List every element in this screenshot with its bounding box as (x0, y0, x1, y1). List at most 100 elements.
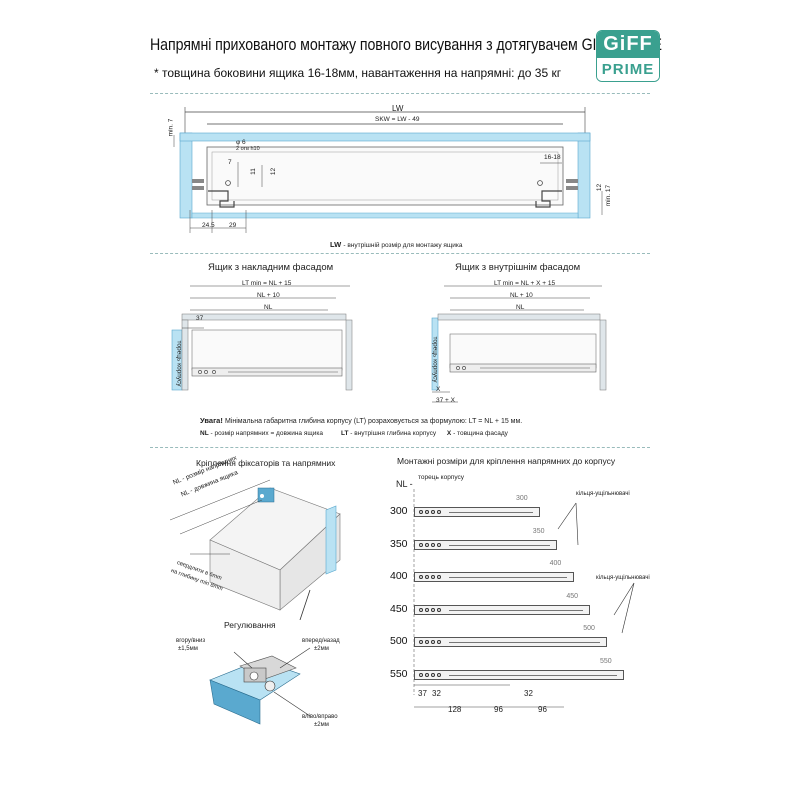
lw-legend-key: LW (330, 240, 342, 249)
runner-length-label: 350 (390, 537, 408, 550)
mounting-hole (437, 672, 441, 677)
hole-spec-label: 2 отв h10 (236, 146, 260, 152)
fwdback-value: ±2мм (314, 646, 329, 652)
fwdback-label: вперед/назад (302, 638, 340, 644)
runner-rail (414, 539, 557, 550)
page-subtitle: * товщина боковини ящика 16-18мм, навант… (154, 66, 562, 80)
fixings-title: Кріплення фіксаторів та напрямних (196, 458, 336, 468)
runner-inner-mark: 400 (549, 560, 562, 567)
overlay-nl-label: NL (264, 304, 273, 311)
mounting-hole (419, 542, 423, 547)
runner-inner-mark: 450 (566, 592, 579, 600)
rings-label-top: кільця-ущільнювачі (576, 491, 630, 497)
dim-16-18-label: 16-18 (544, 154, 561, 161)
skw-dimension-label: SKW = LW - 49 (375, 116, 420, 123)
mounting-hole (431, 510, 435, 514)
legend-x-key: X (446, 430, 452, 437)
runner-rail (414, 604, 591, 615)
runner-inner-mark: 500 (583, 625, 595, 632)
runner-inner-mark: 350 (532, 527, 545, 535)
mounting-hole (437, 607, 441, 612)
dim-128: 128 (448, 705, 462, 714)
min-7-label: min. 7 (167, 118, 175, 137)
runner-row: 350 350 (390, 528, 650, 554)
mounting-hole (437, 510, 441, 514)
runner-length-label: 300 (390, 505, 408, 517)
inset-side-label: торець корпусу (431, 336, 439, 383)
legend-nl-text: - розмір напрямних = довжина ящика (210, 430, 323, 437)
rail-slot (449, 577, 567, 578)
dim-12-right-label: 12 (596, 183, 604, 192)
brand-logo: GiFF PRIME (596, 30, 660, 82)
runner-row: 500 500 (390, 625, 650, 651)
dim-24-5-label: 24.5 (202, 222, 215, 229)
mounting-hole (431, 575, 435, 579)
dim-11-label: 11 (249, 168, 257, 175)
mounting-hole (419, 640, 423, 644)
rail-slot (449, 674, 617, 676)
inset-facade-title: Ящик з внутрішнім фасадом (455, 262, 581, 273)
warning-note: Увага! Мінімальна габаритна глибина корп… (200, 416, 522, 425)
mounting-hole (425, 575, 429, 579)
runner-rail (414, 507, 540, 517)
mounting-hole (419, 607, 423, 612)
logo-top-text: GiFF (597, 31, 659, 58)
lw-legend: LW - внутрішній розмір для монтажу ящика (330, 240, 462, 249)
mounting-hole (419, 575, 423, 579)
mounting-hole (425, 672, 429, 677)
leftright-value: ±2мм (314, 722, 329, 728)
overlay-facade-title: Ящик з накладним фасадом (208, 262, 334, 273)
mounting-title: Монтажні розміри для кріплення напрямних… (397, 456, 616, 466)
mounting-hole (437, 542, 441, 547)
leftright-label: вліво/вправо (302, 714, 338, 720)
runner-inner-mark: 550 (600, 657, 612, 665)
dim-7-label: 7 (228, 159, 232, 166)
inset-nl10-label: NL + 10 (510, 292, 533, 299)
rail-slot (449, 544, 550, 546)
lw-legend-text: - внутрішній розмір для монтажу ящика (343, 242, 463, 249)
mounting-hole (431, 542, 435, 547)
runner-length-label: 550 (390, 667, 408, 680)
divider (150, 447, 650, 448)
mounting-hole (431, 672, 435, 677)
lw-dimension-label: LW (392, 104, 404, 113)
page-title: Напрямні прихованого монтажу повного вис… (150, 36, 662, 54)
dim-32-right: 32 (524, 689, 533, 698)
dim-29-label: 29 (229, 222, 237, 229)
updown-value: ±1,5мм (178, 646, 198, 652)
runner-row: 550 550 (390, 658, 650, 684)
runner-row: 400 400 (390, 560, 650, 586)
runner-length-label: 400 (390, 570, 408, 582)
dim-96-right: 96 (538, 705, 547, 714)
inset-lt-label: LT min = NL + X + 15 (494, 280, 556, 287)
inset-37x-label: 37 + X (436, 397, 455, 404)
runner-rail (414, 637, 608, 647)
divider (150, 93, 650, 94)
runner-rail (414, 669, 624, 680)
updown-label: вгору/вниз (176, 638, 206, 644)
runner-inner-mark: 300 (516, 495, 528, 502)
mounting-hole (437, 640, 441, 644)
runner-row: 300 300 (390, 495, 650, 521)
overlay-nl10-label: NL + 10 (257, 292, 280, 299)
dim-96-left: 96 (494, 705, 503, 714)
warning-label: Увага! (200, 416, 223, 425)
runner-mounting-diagram (413, 489, 635, 708)
inset-x-label: X (436, 386, 441, 393)
mounting-hole (425, 510, 429, 514)
hole-diameter-label: φ 6 (236, 139, 246, 146)
overlay-facade-diagram (171, 285, 353, 391)
mounting-hole (425, 640, 429, 644)
legend-nl-key: NL (200, 430, 209, 437)
inset-facade-diagram (431, 285, 607, 403)
bottom-dimension-row: 37 32 128 96 32 96 (390, 685, 650, 715)
overlay-lt-label: LT min = NL + 15 (242, 280, 292, 287)
warning-text: Мінімальна габаритна глибина корпусу (LT… (224, 418, 523, 425)
runner-length-label: 500 (390, 635, 408, 647)
mounting-hole (419, 672, 423, 677)
mounting-hole (431, 640, 435, 644)
rail-slot (449, 642, 601, 643)
dim-12-label: 12 (270, 167, 278, 176)
